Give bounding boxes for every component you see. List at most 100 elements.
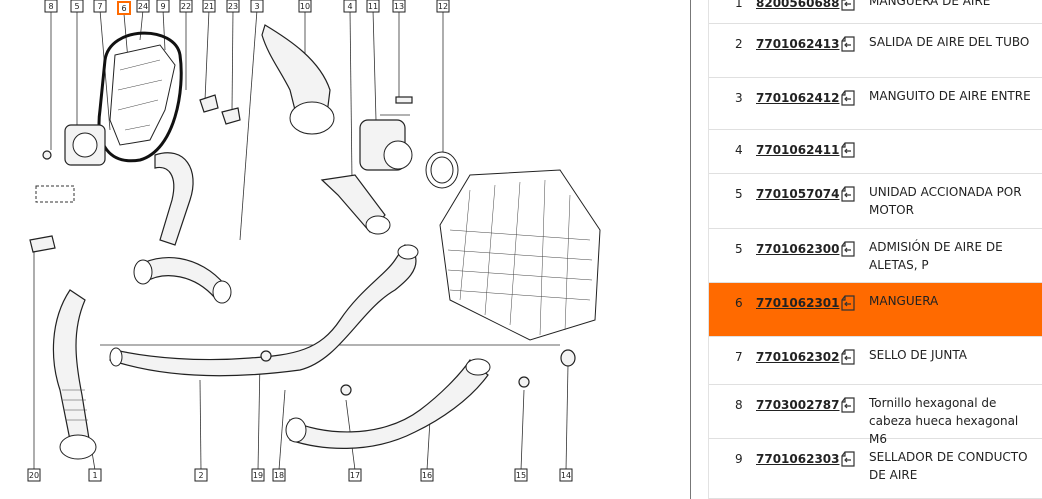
callout-4[interactable]: 4 bbox=[343, 0, 357, 13]
add-to-cart-icon[interactable] bbox=[839, 89, 857, 107]
row-number: 5 bbox=[735, 242, 743, 256]
callout-label: 6 bbox=[121, 4, 126, 13]
add-to-cart-icon[interactable] bbox=[839, 294, 857, 312]
add-to-cart-icon[interactable] bbox=[839, 185, 857, 203]
part-number-link[interactable]: 7701062303 bbox=[756, 452, 840, 466]
callout-24[interactable]: 24 bbox=[136, 0, 150, 13]
add-to-cart-icon[interactable] bbox=[839, 35, 857, 53]
callout-19[interactable]: 19 bbox=[251, 468, 265, 482]
row-number: 7 bbox=[735, 350, 743, 364]
callout-1[interactable]: 1 bbox=[88, 468, 102, 482]
callout-label: 20 bbox=[29, 471, 39, 480]
callout-label: 19 bbox=[253, 471, 263, 480]
row-number: 8 bbox=[735, 398, 743, 412]
row-number: 6 bbox=[735, 296, 743, 310]
part-number-link[interactable]: 7701057074 bbox=[756, 187, 840, 201]
add-to-cart-icon[interactable] bbox=[839, 396, 857, 414]
callout-label: 7 bbox=[97, 2, 102, 11]
part-number-link[interactable]: 7701062411 bbox=[756, 143, 840, 157]
callout-16[interactable]: 16 bbox=[420, 468, 434, 482]
part-description: MANGUERA DE AIRE bbox=[869, 0, 991, 8]
callout-label: 24 bbox=[138, 2, 148, 11]
callout-3[interactable]: 3 bbox=[250, 0, 264, 13]
callout-2[interactable]: 2 bbox=[194, 468, 208, 482]
part-number-link[interactable]: 7701062413 bbox=[756, 37, 840, 51]
callout-label: 3 bbox=[254, 2, 259, 11]
callout-label: 16 bbox=[422, 471, 432, 480]
part-description: MANGUITO DE AIRE ENTRE bbox=[869, 89, 1031, 103]
part-description: SALIDA DE AIRE DEL TUBO bbox=[869, 35, 1030, 49]
callout-14[interactable]: 14 bbox=[559, 468, 573, 482]
callout-13[interactable]: 13 bbox=[392, 0, 406, 13]
part-description: MANGUERA bbox=[869, 294, 939, 308]
callout-label: 12 bbox=[438, 2, 448, 11]
callout-label: 1 bbox=[92, 471, 97, 480]
parts-row[interactable]: 4 7701062411 bbox=[709, 130, 1042, 174]
row-number: 3 bbox=[735, 91, 743, 105]
part-number-link[interactable]: 7703002787 bbox=[756, 398, 840, 412]
callout-label: 2 bbox=[198, 471, 203, 480]
add-to-cart-icon[interactable] bbox=[839, 0, 857, 12]
row-number: 5 bbox=[735, 187, 743, 201]
part-description: SELLADOR DE CONDUCTO DE AIRE bbox=[869, 450, 1028, 482]
callout-22[interactable]: 22 bbox=[179, 0, 193, 13]
add-to-cart-icon[interactable] bbox=[839, 141, 857, 159]
callout-12[interactable]: 12 bbox=[436, 0, 450, 13]
part-number-link[interactable]: 7701062412 bbox=[756, 91, 840, 105]
add-to-cart-icon[interactable] bbox=[839, 348, 857, 366]
add-to-cart-icon[interactable] bbox=[839, 450, 857, 468]
part-number-link[interactable]: 7701062302 bbox=[756, 350, 840, 364]
part-number-link[interactable]: 8200560688 bbox=[756, 0, 840, 10]
callout-label: 8 bbox=[48, 2, 53, 11]
callout-15[interactable]: 15 bbox=[514, 468, 528, 482]
parts-row[interactable]: 5 7701062300 ADMISIÓN DE AIRE DE ALETAS, P bbox=[709, 229, 1042, 283]
parts-row[interactable]: 6 7701062301 MANGUERA bbox=[709, 283, 1042, 337]
callout-7[interactable]: 7 bbox=[93, 0, 107, 13]
callout-label: 18 bbox=[274, 471, 284, 480]
callout-10[interactable]: 10 bbox=[298, 0, 312, 13]
part-description: ADMISIÓN DE AIRE DE ALETAS, P bbox=[869, 240, 1003, 272]
callout-label: 4 bbox=[347, 2, 352, 11]
callout-23[interactable]: 23 bbox=[226, 0, 240, 13]
callout-label: 9 bbox=[160, 2, 165, 11]
add-to-cart-icon[interactable] bbox=[839, 240, 857, 258]
callout-label: 21 bbox=[204, 2, 214, 11]
row-number: 4 bbox=[735, 143, 743, 157]
parts-row[interactable]: 1 8200560688 MANGUERA DE AIRE bbox=[709, 0, 1042, 24]
parts-row[interactable]: 5 7701057074 UNIDAD ACCIONADA POR MOTOR bbox=[709, 174, 1042, 229]
callout-18[interactable]: 18 bbox=[272, 468, 286, 482]
row-number: 9 bbox=[735, 452, 743, 466]
callout-5[interactable]: 5 bbox=[70, 0, 84, 13]
callout-label: 17 bbox=[350, 471, 360, 480]
callout-11[interactable]: 11 bbox=[366, 0, 380, 13]
callout-label: 14 bbox=[561, 471, 571, 480]
parts-list: 1 8200560688 MANGUERA DE AIRE 2 7701062413 SA… bbox=[708, 0, 1042, 499]
callout-label: 13 bbox=[394, 2, 404, 11]
row-number: 2 bbox=[735, 37, 743, 51]
callout-21[interactable]: 21 bbox=[202, 0, 216, 13]
parts-row[interactable]: 7 7701062302 SELLO DE JUNTA bbox=[709, 337, 1042, 385]
callout-label: 23 bbox=[228, 2, 238, 11]
parts-row[interactable]: 2 7701062413 SALIDA DE AIRE DEL TUBO bbox=[709, 24, 1042, 78]
part-description: SELLO DE JUNTA bbox=[869, 348, 967, 362]
parts-row[interactable]: 3 7701062412 MANGUITO DE AIRE ENTRE bbox=[709, 78, 1042, 130]
callout-9[interactable]: 9 bbox=[156, 0, 170, 13]
callout-label: 15 bbox=[516, 471, 526, 480]
part-number-link[interactable]: 7701062300 bbox=[756, 242, 840, 256]
callout-label: 10 bbox=[300, 2, 310, 11]
callout-17[interactable]: 17 bbox=[348, 468, 362, 482]
callout-6[interactable]: 6 bbox=[117, 1, 131, 15]
callout-label: 5 bbox=[74, 2, 79, 11]
parts-row[interactable]: 9 7701062303 SELLADOR DE CONDUCTO DE AIRE bbox=[709, 439, 1042, 499]
callout-label: 22 bbox=[181, 2, 191, 11]
callout-label: 11 bbox=[368, 2, 378, 11]
part-number-link[interactable]: 7701062301 bbox=[756, 296, 840, 310]
part-description: UNIDAD ACCIONADA POR MOTOR bbox=[869, 185, 1022, 217]
row-number: 1 bbox=[735, 0, 743, 10]
parts-row[interactable]: 8 7703002787 Tornillo hexagonal de cabeza … bbox=[709, 385, 1042, 446]
callout-8[interactable]: 8 bbox=[44, 0, 58, 13]
callout-20[interactable]: 20 bbox=[27, 468, 41, 482]
part-description: Tornillo hexagonal de cabeza hueca hexag… bbox=[869, 396, 1019, 446]
